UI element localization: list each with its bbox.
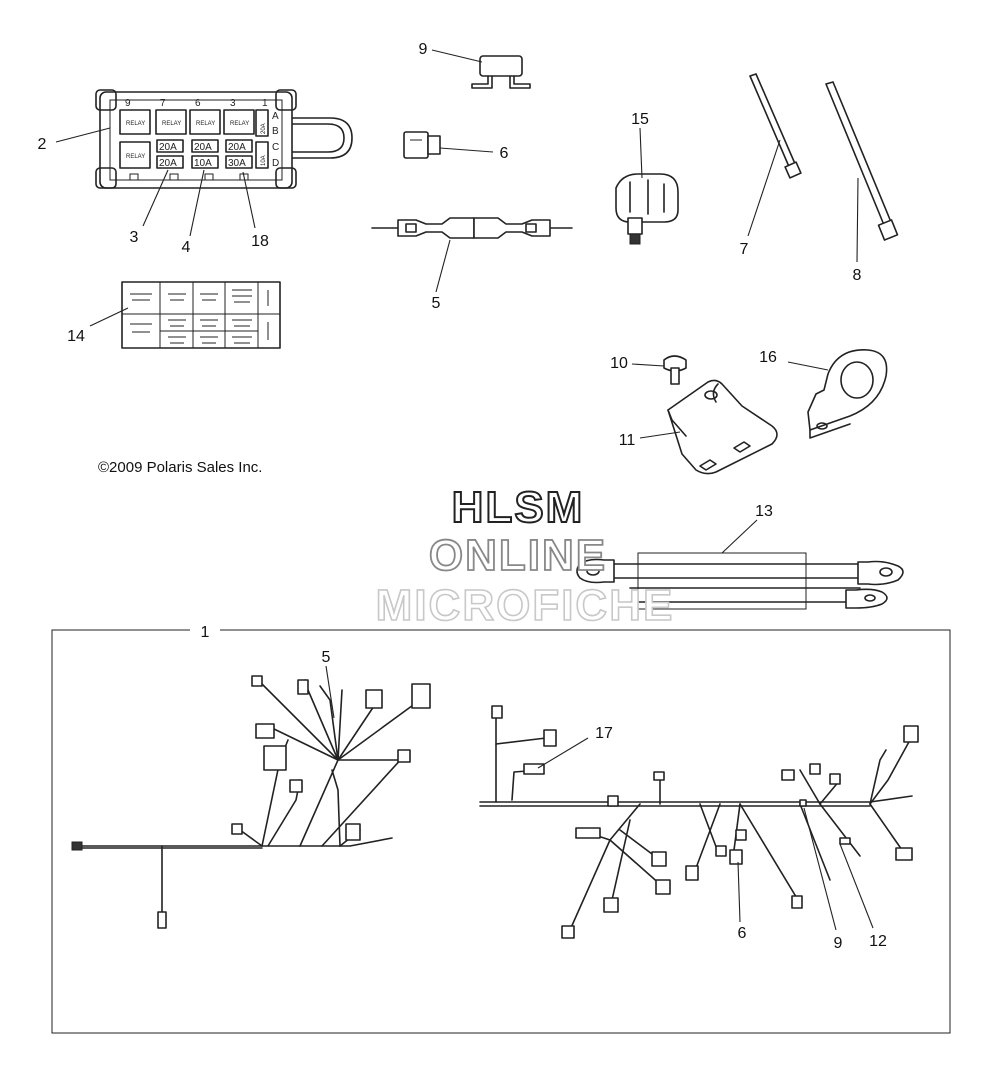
relay-label: RELAY [126, 154, 145, 160]
relay-slot [119, 141, 151, 169]
callout-10: 10 [610, 355, 628, 372]
mounting-bracket [667, 379, 778, 475]
right-harness [479, 705, 919, 939]
relay-slot [155, 109, 187, 135]
callout-6-top: 6 [500, 145, 509, 162]
relay-label: RELAY [196, 121, 215, 127]
fuse-rating: 30A [228, 158, 246, 169]
left-harness [71, 675, 431, 929]
callout-5-top: 5 [432, 295, 441, 312]
cable-tie-small [749, 73, 802, 179]
callout-14: 14 [67, 328, 85, 345]
fuse-rating: 20A [228, 142, 246, 153]
relay-slot [119, 109, 151, 135]
callout-9-harness: 9 [834, 935, 843, 952]
sensor-connector [615, 173, 679, 245]
callout-4: 4 [182, 239, 191, 256]
callout-7: 7 [740, 241, 749, 258]
callout-16: 16 [759, 349, 777, 366]
p-clamp [807, 349, 888, 439]
fuse-col-3: 3 [230, 98, 236, 109]
connector-part [403, 131, 441, 159]
fuse-box-assembly: 9 7 6 3 1 A B C D RELAY RELAY RELAY RELA… [95, 89, 353, 189]
fuse-row-a: A [272, 111, 279, 122]
inline-fuse-holder [371, 217, 573, 239]
harness-frame [51, 629, 951, 1034]
fuse-row-b: B [272, 126, 279, 137]
callout-15: 15 [631, 111, 649, 128]
callout-13: 13 [755, 503, 773, 520]
callout-8: 8 [853, 267, 862, 284]
relay-label: RELAY [162, 121, 181, 127]
copyright-text: ©2009 Polaris Sales Inc. [98, 459, 262, 476]
fuse-row-c: C [272, 142, 279, 153]
watermark-line-3: MICROFICHE [376, 581, 675, 630]
watermark-line-1: HLSM [452, 483, 585, 532]
callout-9-top: 9 [419, 41, 428, 58]
fuse-rating: 10A [261, 155, 267, 166]
fuse-label-decal [121, 281, 281, 349]
callout-12: 12 [869, 933, 887, 950]
fuse-col-6: 6 [195, 98, 201, 109]
callout-1: 1 [201, 624, 210, 641]
cable-tie-large [825, 81, 899, 241]
fuse-rating: 20A [159, 158, 177, 169]
callout-2: 2 [38, 136, 47, 153]
fuse-col-9: 9 [125, 98, 131, 109]
callout-3: 3 [130, 229, 139, 246]
callout-18: 18 [251, 233, 269, 250]
fuse-rating: 20A [194, 142, 212, 153]
relay-label: RELAY [126, 121, 145, 127]
callout-17: 17 [595, 725, 613, 742]
fuse-col-1: 1 [262, 98, 268, 109]
fuse-part [471, 55, 531, 89]
screw-part [663, 355, 687, 385]
fuse-row-d: D [272, 158, 279, 169]
relay-slot [223, 109, 255, 135]
fuse-rating: 20A [159, 142, 177, 153]
fuse-rating: 20A [261, 123, 267, 134]
callout-6-harness: 6 [738, 925, 747, 942]
watermark-line-2: ONLINE [429, 531, 607, 580]
relay-slot [189, 109, 221, 135]
fuse-rating: 10A [194, 158, 212, 169]
relay-label: RELAY [230, 121, 249, 127]
fuse-col-7: 7 [160, 98, 166, 109]
callout-5-harness: 5 [322, 649, 331, 666]
callout-11: 11 [619, 432, 636, 449]
